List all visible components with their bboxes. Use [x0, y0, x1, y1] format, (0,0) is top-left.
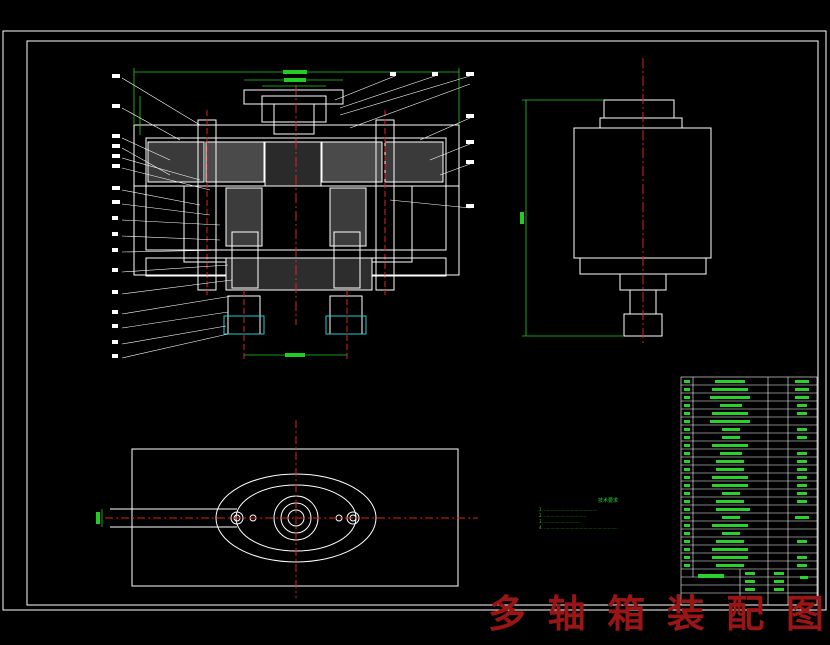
title-char: 多 — [488, 591, 527, 636]
title-char: 装 — [666, 591, 705, 636]
technical-requirements: 技术要求 1. ................................… — [539, 498, 677, 531]
inner-frame — [26, 40, 819, 606]
title-char: 轴 — [547, 591, 586, 636]
front-section-view — [133, 85, 460, 360]
leader-lines-left — [121, 77, 233, 359]
top-view — [105, 420, 478, 598]
title-char: 图 — [785, 591, 824, 636]
title-char: 配 — [726, 591, 765, 636]
drawing-title-watermark: 多 轴 箱 装 配 图 — [488, 590, 824, 638]
balloon-labels-left — [112, 74, 120, 358]
tech-line: 1. .....................................… — [539, 507, 598, 512]
tech-line: 4. .....................................… — [539, 525, 618, 530]
front-dimensions — [133, 68, 460, 357]
tech-line: 2. ................................. — [539, 513, 587, 518]
leader-lines-right — [334, 75, 471, 209]
parts-list-text — [684, 380, 809, 591]
side-view — [573, 58, 712, 346]
top-dimensions — [96, 509, 103, 527]
balloon-labels-right — [390, 72, 474, 208]
tech-heading: 技术要求 — [597, 498, 618, 504]
side-dimensions — [520, 99, 624, 337]
tech-line: 3. ............................. — [539, 519, 581, 524]
outer-frame — [2, 30, 827, 611]
parts-list — [680, 376, 818, 606]
title-char: 箱 — [607, 591, 646, 636]
